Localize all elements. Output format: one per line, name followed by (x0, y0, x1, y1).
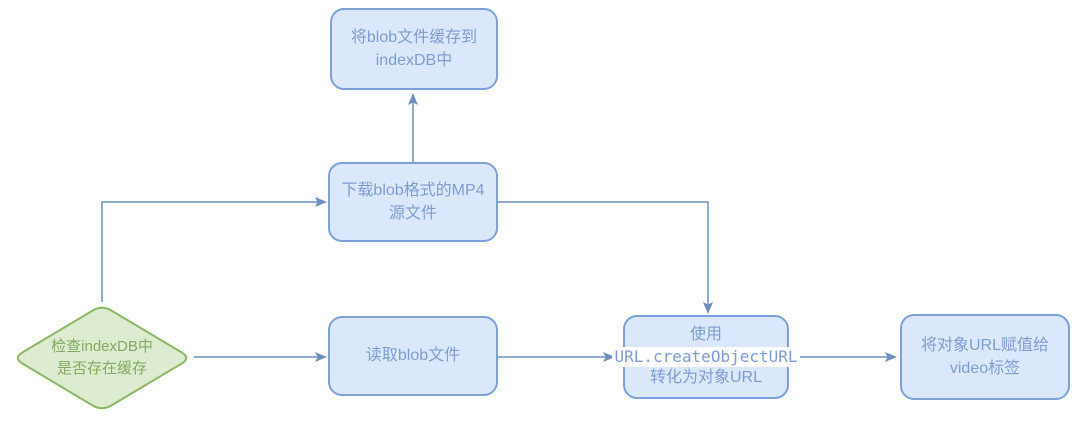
process-cache-blob-to-indexdb: 将blob文件缓存到 indexDB中 (330, 8, 498, 90)
process-label-line1: 使用 (689, 325, 722, 343)
decision-label: 检查indexDB中 是否存在缓存 (51, 337, 153, 378)
process-assign-url-to-video: 将对象URL赋值给 video标签 (900, 314, 1070, 400)
process-label: 将blob文件缓存到 indexDB中 (350, 28, 478, 69)
decision-check-indexdb-cache: 检查indexDB中 是否存在缓存 (10, 302, 194, 414)
process-download-blob-mp4: 下载blob格式的MP4 源文件 (328, 162, 498, 242)
process-label: 下载blob格式的MP4 源文件 (341, 181, 485, 222)
connector-check-to-download (101, 197, 327, 302)
process-read-blob-file: 读取blob文件 (328, 316, 498, 396)
diamond-shape (16, 306, 188, 410)
process-label-line3: 转化为对象URL (649, 369, 762, 387)
process-label: 将对象URL赋值给 video标签 (920, 336, 1049, 377)
process-create-object-url: 使用 URL.createObjectURL 转化为对象URL (612, 315, 800, 399)
process-label: 读取blob文件 (365, 347, 461, 365)
code-url-createobjecturl: URL.createObjectURL (612, 346, 800, 368)
connector-download-to-createurl (498, 201, 713, 314)
